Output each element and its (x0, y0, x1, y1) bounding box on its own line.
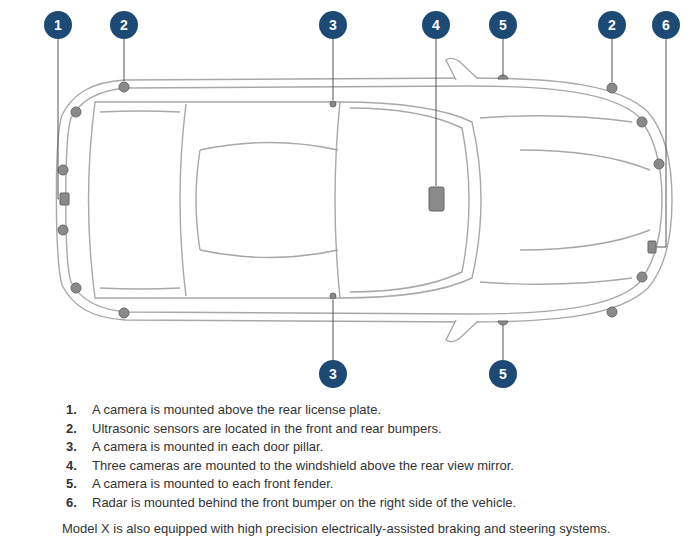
leader-line (333, 39, 334, 100)
windshield (350, 108, 469, 292)
sensor-dot (637, 272, 647, 282)
list-text: Ultrasonic sensors are located in the fr… (92, 421, 442, 437)
list-text: A camera is mounted above the rear licen… (92, 402, 381, 418)
hood-crease (520, 150, 650, 250)
sensor-dot (58, 225, 68, 235)
footnote-text: Model X is also equipped with high preci… (62, 521, 610, 537)
leader-line (503, 39, 504, 76)
list-number: 1. (66, 402, 77, 418)
rear-window (100, 111, 180, 289)
callout-number: 3 (329, 367, 337, 381)
mirror (446, 320, 478, 342)
callout-number: 5 (499, 18, 507, 32)
callout-number: 6 (662, 18, 670, 32)
body-line (66, 86, 662, 314)
leader-line (333, 300, 334, 360)
callout-number: 3 (329, 18, 337, 32)
sensor-dot (637, 117, 647, 127)
sensor-dot (119, 82, 129, 92)
leader-line (58, 39, 59, 199)
callout-number: 5 (499, 367, 507, 381)
leader-line (124, 39, 125, 81)
cabin-outline (89, 102, 482, 298)
callout-number: 1 (54, 18, 62, 32)
callout-circle: 3 (319, 11, 347, 39)
callout-circle: 2 (598, 11, 626, 39)
list-number: 2. (66, 421, 77, 437)
list-text: Three cameras are mounted to the windshi… (92, 458, 514, 474)
leader-line (436, 39, 437, 186)
sensor-dot (58, 165, 68, 175)
sensor-dot (71, 107, 81, 117)
leader-line (612, 39, 613, 82)
pillar-camera (330, 101, 336, 107)
mirror (446, 58, 478, 80)
callout-number: 4 (432, 18, 440, 32)
fender-camera (498, 321, 508, 325)
callout-circle: 5 (489, 360, 517, 388)
list-number: 3. (66, 439, 77, 455)
sensor-dot (607, 83, 617, 93)
list-number: 5. (66, 476, 77, 492)
rear-camera (60, 193, 69, 205)
pillar-camera (330, 293, 336, 299)
hood-line (480, 116, 632, 285)
callout-number: 2 (608, 18, 616, 32)
list-text: Radar is mounted behind the front bumper… (92, 495, 516, 511)
callout-number: 2 (120, 18, 128, 32)
roof-glass (196, 143, 338, 258)
sensor-dot (654, 159, 664, 169)
radar (648, 241, 656, 253)
sensor-dot (119, 308, 129, 318)
rear-glass (180, 104, 186, 296)
list-number: 6. (66, 495, 77, 511)
callout-circle: 3 (319, 360, 347, 388)
list-text: A camera is mounted to each front fender… (92, 476, 333, 492)
sensor-dot (607, 307, 617, 317)
callout-circle: 1 (44, 11, 72, 39)
callout-circle: 5 (489, 11, 517, 39)
list-text: A camera is mounted in each door pillar. (92, 439, 323, 455)
callout-circle: 4 (422, 11, 450, 39)
car-body (56, 78, 672, 322)
callout-circle: 2 (110, 11, 138, 39)
leader-line (503, 325, 504, 360)
list-number: 4. (66, 458, 77, 474)
leader-line (657, 39, 666, 247)
sensor-dot (71, 283, 81, 293)
windshield-camera (429, 187, 444, 211)
callout-circle: 6 (652, 11, 680, 39)
pillar-line (335, 102, 340, 298)
